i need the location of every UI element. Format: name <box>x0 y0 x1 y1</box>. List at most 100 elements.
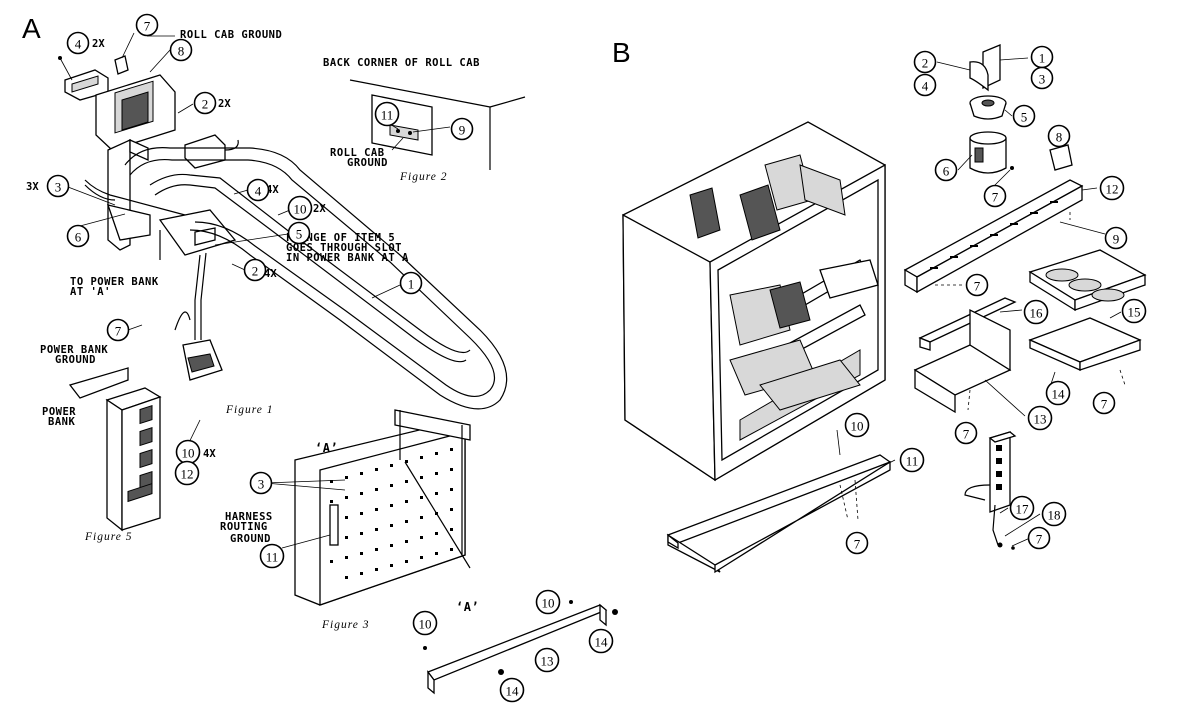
callout-circle <box>246 178 270 202</box>
callout-a1: 1 <box>399 271 423 295</box>
harness-routing-line2: ROUTING <box>220 521 268 533</box>
callout-a10b: 10 <box>175 439 201 465</box>
callout-number: 7 <box>854 537 861 552</box>
power-cord-and-plate <box>158 134 239 381</box>
callout-b7c: 7 <box>1092 391 1116 415</box>
to-power-bank-line1: TO POWER BANK <box>70 276 159 288</box>
callout-circle <box>193 91 217 115</box>
callout-b5: 5 <box>1012 104 1036 128</box>
callout-b7f: 7 <box>1027 526 1051 550</box>
power-bank-label-line1: POWER <box>42 406 76 418</box>
callout-circle <box>954 421 978 445</box>
ground-bracket-assembly <box>58 55 176 151</box>
leaders-b <box>836 57 1122 547</box>
callout-circle <box>983 184 1007 208</box>
callout-number: 12 <box>181 467 194 482</box>
callout-circle <box>174 460 200 486</box>
callout-circle <box>1012 104 1036 128</box>
callout-b6: 6 <box>934 158 958 182</box>
leaders-a <box>67 32 401 549</box>
callout-number: 5 <box>296 227 303 242</box>
qty-4-2x: 2X <box>92 38 105 50</box>
power-bank-ground-line2: GROUND <box>55 354 96 366</box>
tray-assembly <box>918 249 1147 371</box>
callout-a9: 9 <box>450 117 474 141</box>
roll-cab-ground-top-label: ROLL CAB GROUND <box>180 29 282 41</box>
callout-a10c: 10 <box>535 589 561 615</box>
callout-circle <box>535 589 561 615</box>
callout-a11b: 11 <box>259 543 285 569</box>
callout-number: 7 <box>974 279 981 294</box>
callout-number: 10 <box>851 419 864 434</box>
callout-circle <box>1045 380 1071 406</box>
callout-number: 13 <box>1034 412 1047 427</box>
callout-circle <box>1099 175 1125 201</box>
qty-10-4x: 4X <box>203 448 216 460</box>
panel-letter-b: B <box>612 37 631 68</box>
callout-b7b: 7 <box>965 273 989 297</box>
callout-b10: 10 <box>844 412 870 438</box>
callout-circle <box>66 31 90 55</box>
callout-circle <box>66 224 90 248</box>
callout-b16: 16 <box>1023 299 1049 325</box>
callout-circle <box>588 628 614 654</box>
callout-a6: 6 <box>66 224 90 248</box>
to-power-bank-line2: AT 'A' <box>70 286 111 298</box>
callout-number: 7 <box>1101 397 1108 412</box>
callout-circle <box>1121 298 1147 324</box>
ground-label: GROUND <box>230 533 271 545</box>
callout-number: 2 <box>252 264 259 279</box>
callout-circle <box>287 195 313 221</box>
callout-circle <box>499 677 525 703</box>
callout-circle <box>1092 391 1116 415</box>
figure-2-caption: Figure 2 <box>399 171 448 183</box>
callout-number: 12 <box>1106 182 1119 197</box>
callout-a3b: 3 <box>249 471 273 495</box>
panel-letter-a: A <box>22 13 41 44</box>
callout-number: 13 <box>541 654 554 669</box>
callout-number: 16 <box>1030 306 1044 321</box>
callout-a10d: 10 <box>412 610 438 636</box>
callout-number: 9 <box>459 123 466 138</box>
callout-circle <box>135 13 159 37</box>
callout-circle <box>965 273 989 297</box>
callout-b17: 17 <box>1009 495 1035 521</box>
callout-number: 11 <box>266 550 279 565</box>
callout-number: 10 <box>419 617 432 632</box>
rail-item-13 <box>423 600 618 695</box>
callout-number: 10 <box>294 202 307 217</box>
callout-a14b: 14 <box>499 677 525 703</box>
callout-number: 10 <box>542 596 555 611</box>
callout-circle <box>1047 124 1071 148</box>
callout-b4: 4 <box>913 73 937 97</box>
callout-number: 6 <box>75 230 82 245</box>
callout-number: 7 <box>1036 532 1043 547</box>
callout-number: 1 <box>1039 51 1046 66</box>
callout-b12: 12 <box>1099 175 1125 201</box>
callout-circle <box>1009 495 1035 521</box>
callout-a3: 3 <box>46 174 70 198</box>
power-bank-figure-5 <box>68 367 162 532</box>
callout-number: 11 <box>381 108 394 123</box>
callout-number: 10 <box>182 446 195 461</box>
callout-a7b: 7 <box>106 318 130 342</box>
qty-3-3x: 3X <box>26 181 39 193</box>
roll-cab-ground-fig2-line1: ROLL CAB <box>330 147 385 159</box>
callout-circle <box>243 258 267 282</box>
callout-number: 14 <box>506 684 520 699</box>
callout-circle <box>913 50 937 74</box>
callout-a4: 4 <box>66 31 90 55</box>
callout-a4b: 4 <box>246 178 270 202</box>
callout-circle <box>1027 526 1051 550</box>
callout-number: 8 <box>1056 130 1063 145</box>
callout-b7d: 7 <box>954 421 978 445</box>
callout-a14: 14 <box>588 628 614 654</box>
callout-number: 3 <box>55 180 62 195</box>
callout-a11: 11 <box>374 101 400 127</box>
callout-circle <box>1041 501 1067 527</box>
callout-circle <box>287 221 311 245</box>
flange-note-line1: FLANGE OF ITEM 5 <box>286 232 395 244</box>
callout-number: 6 <box>943 164 950 179</box>
callout-b15: 15 <box>1121 298 1147 324</box>
